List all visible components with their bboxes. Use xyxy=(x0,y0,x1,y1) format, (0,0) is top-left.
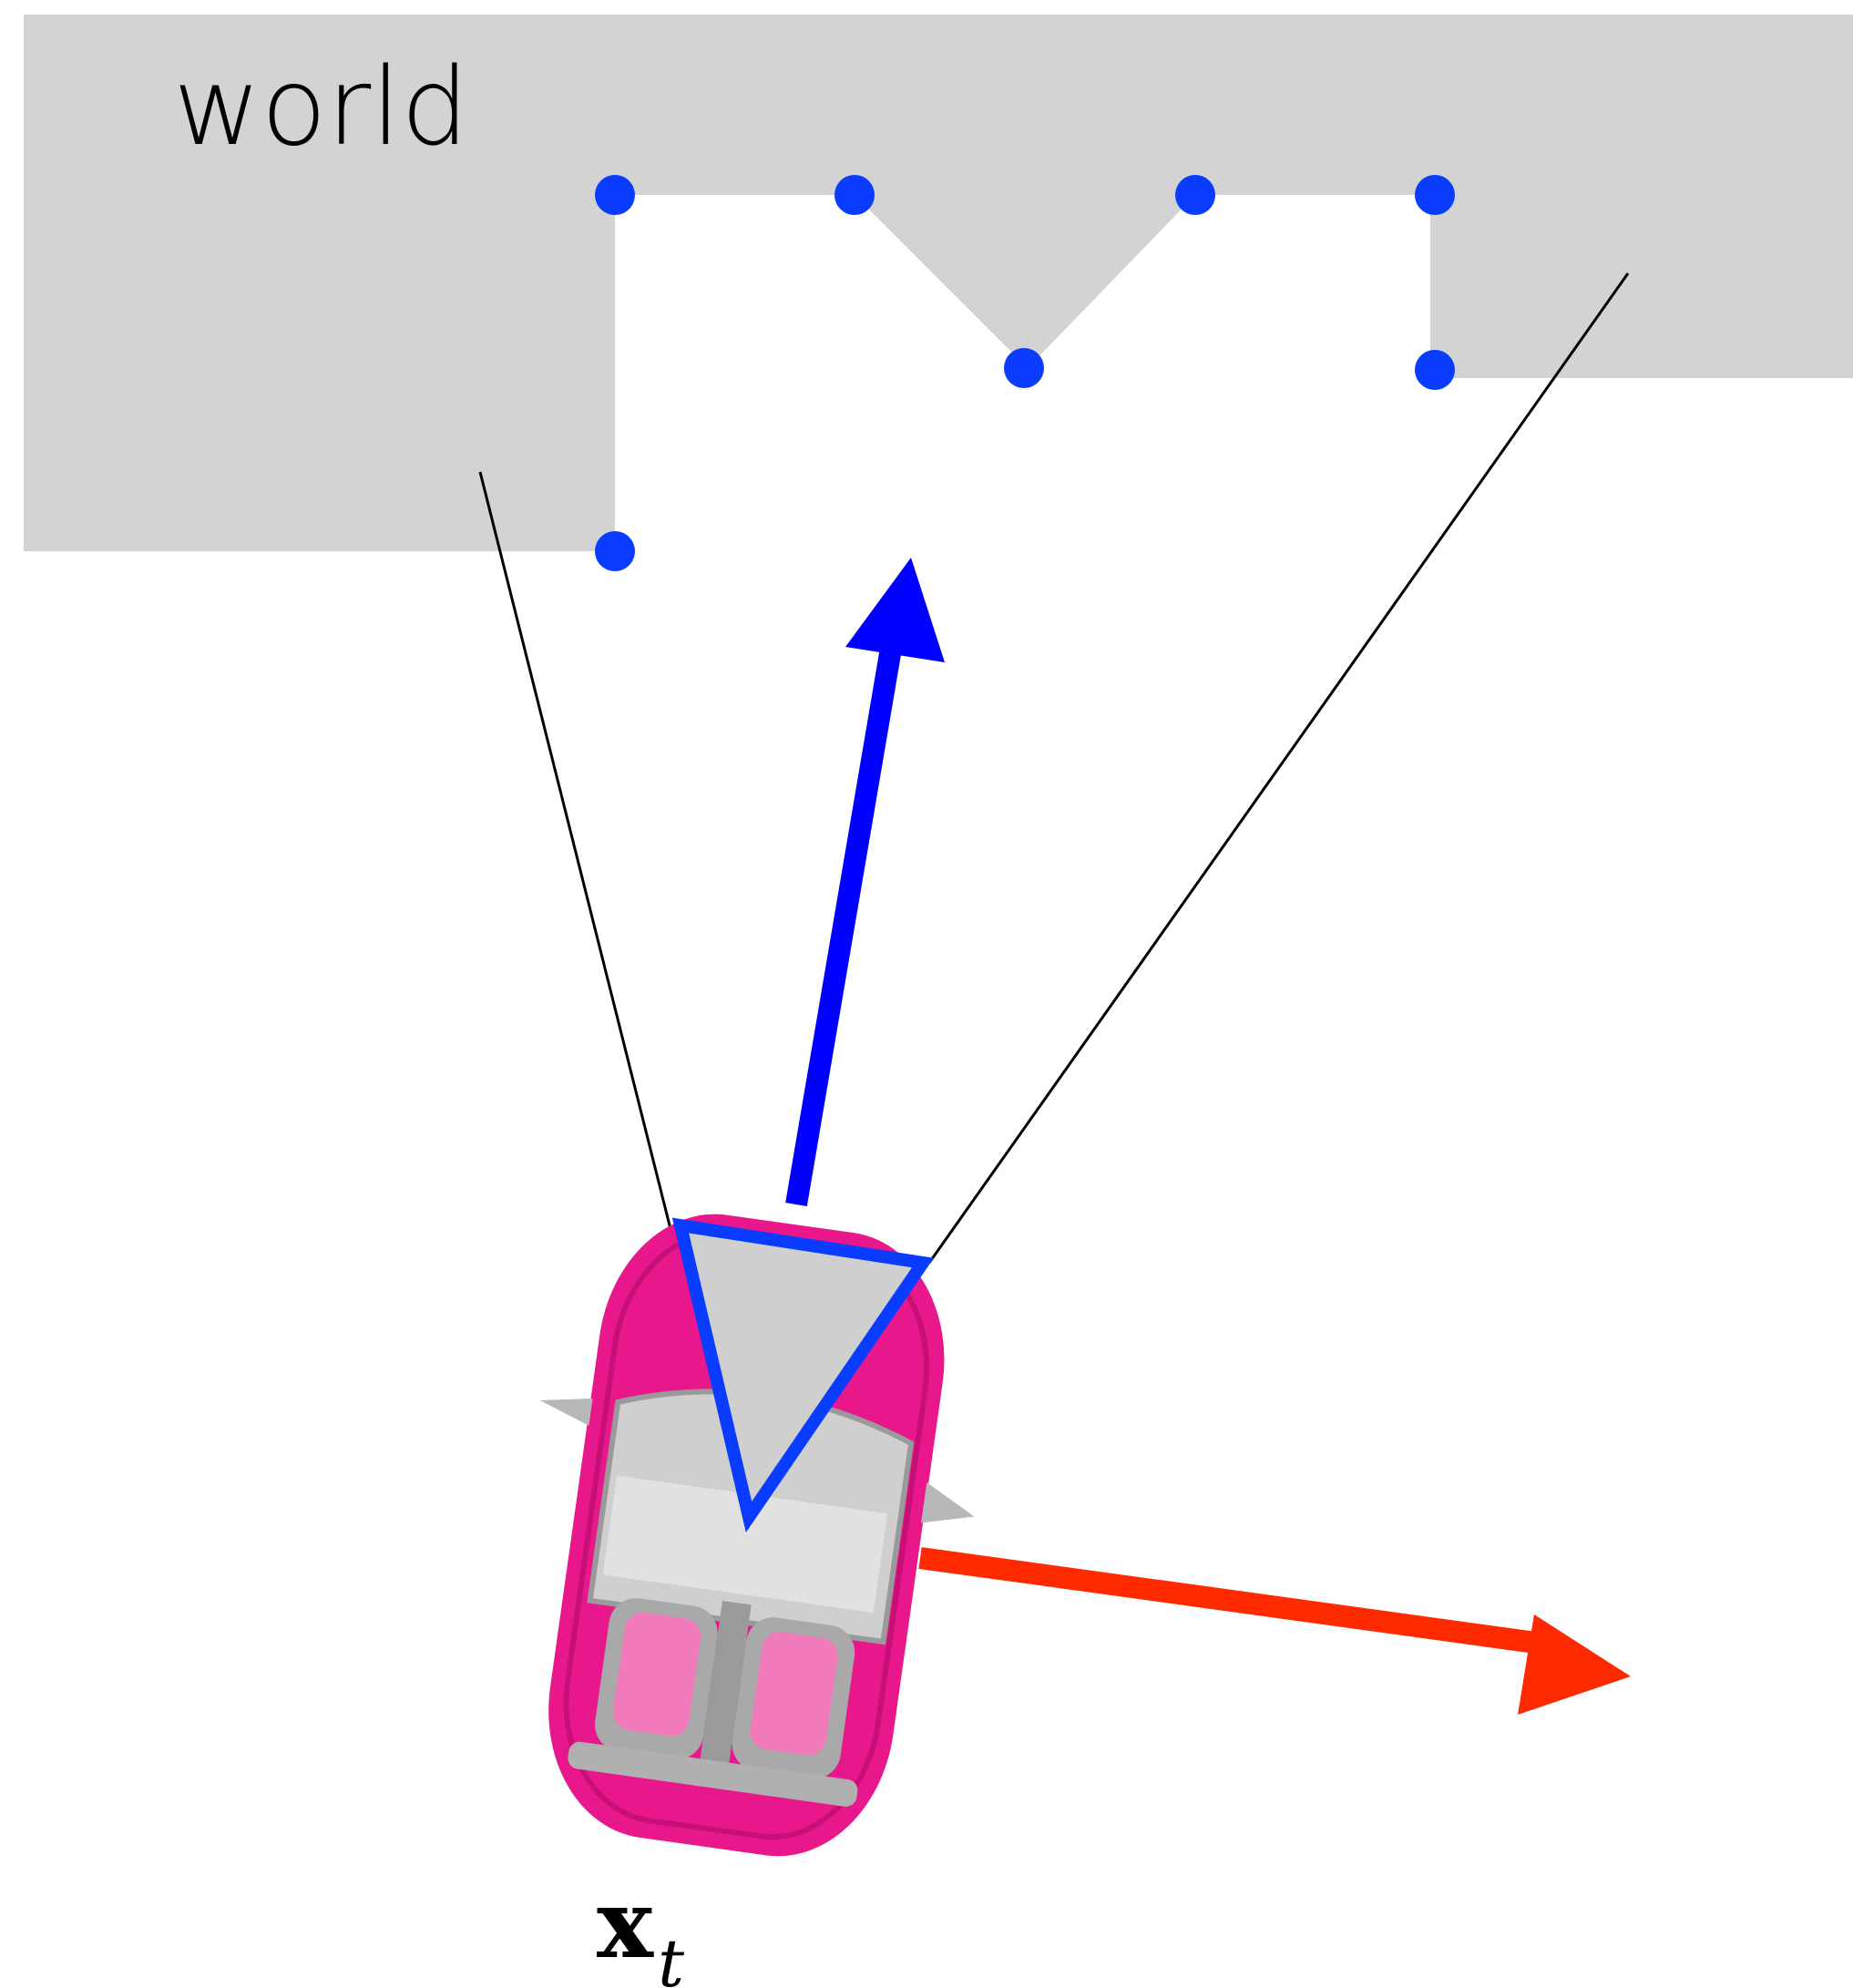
world-label: world xyxy=(173,44,469,169)
landmark-point xyxy=(595,531,635,571)
landmark-point xyxy=(834,175,875,215)
heading-arrow xyxy=(785,558,945,1207)
landmark-point xyxy=(1004,348,1044,388)
pose-label: x t xyxy=(597,1868,685,1988)
landmark-point xyxy=(595,175,635,215)
pose-subscript: t xyxy=(658,1925,685,1988)
lateral-arrow xyxy=(918,1547,1631,1715)
fov-right-ray xyxy=(927,272,1630,1264)
landmark-points xyxy=(595,175,1455,571)
pose-symbol: x xyxy=(597,1868,654,1980)
landmark-point xyxy=(1415,175,1455,215)
world-region xyxy=(24,15,1853,551)
camera-fov-triangle xyxy=(671,1217,935,1533)
landmark-point xyxy=(1175,175,1215,215)
landmark-point xyxy=(1415,350,1455,390)
